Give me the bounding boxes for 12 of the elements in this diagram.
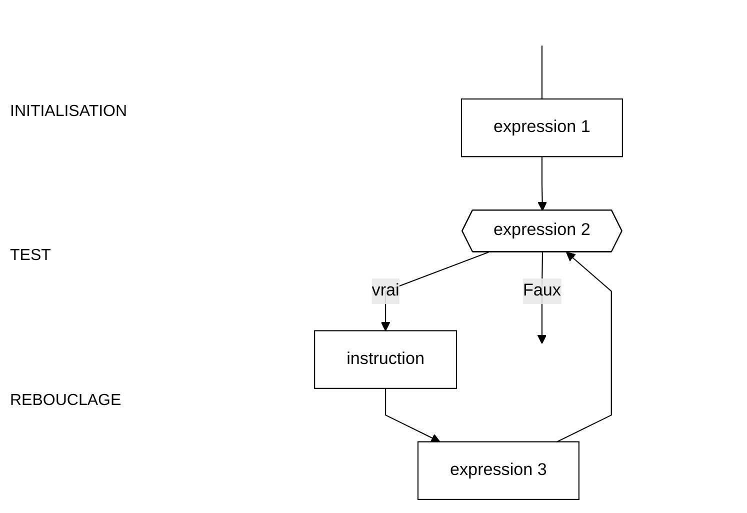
arrow — [556, 252, 612, 442]
arrow — [385, 388, 440, 442]
row-label: TEST — [10, 247, 52, 266]
node-box: instruction — [314, 330, 458, 389]
edge-label: Faux — [522, 282, 561, 300]
connector — [541, 46, 542, 99]
row-label: REBOUCLAGE — [10, 392, 122, 410]
edge-label: vrai — [372, 282, 400, 300]
arrow — [538, 156, 548, 211]
node-box: expression 1 — [460, 98, 623, 158]
node-box: expression 3 — [417, 441, 580, 500]
row-label: INITIALISATION — [10, 103, 128, 122]
